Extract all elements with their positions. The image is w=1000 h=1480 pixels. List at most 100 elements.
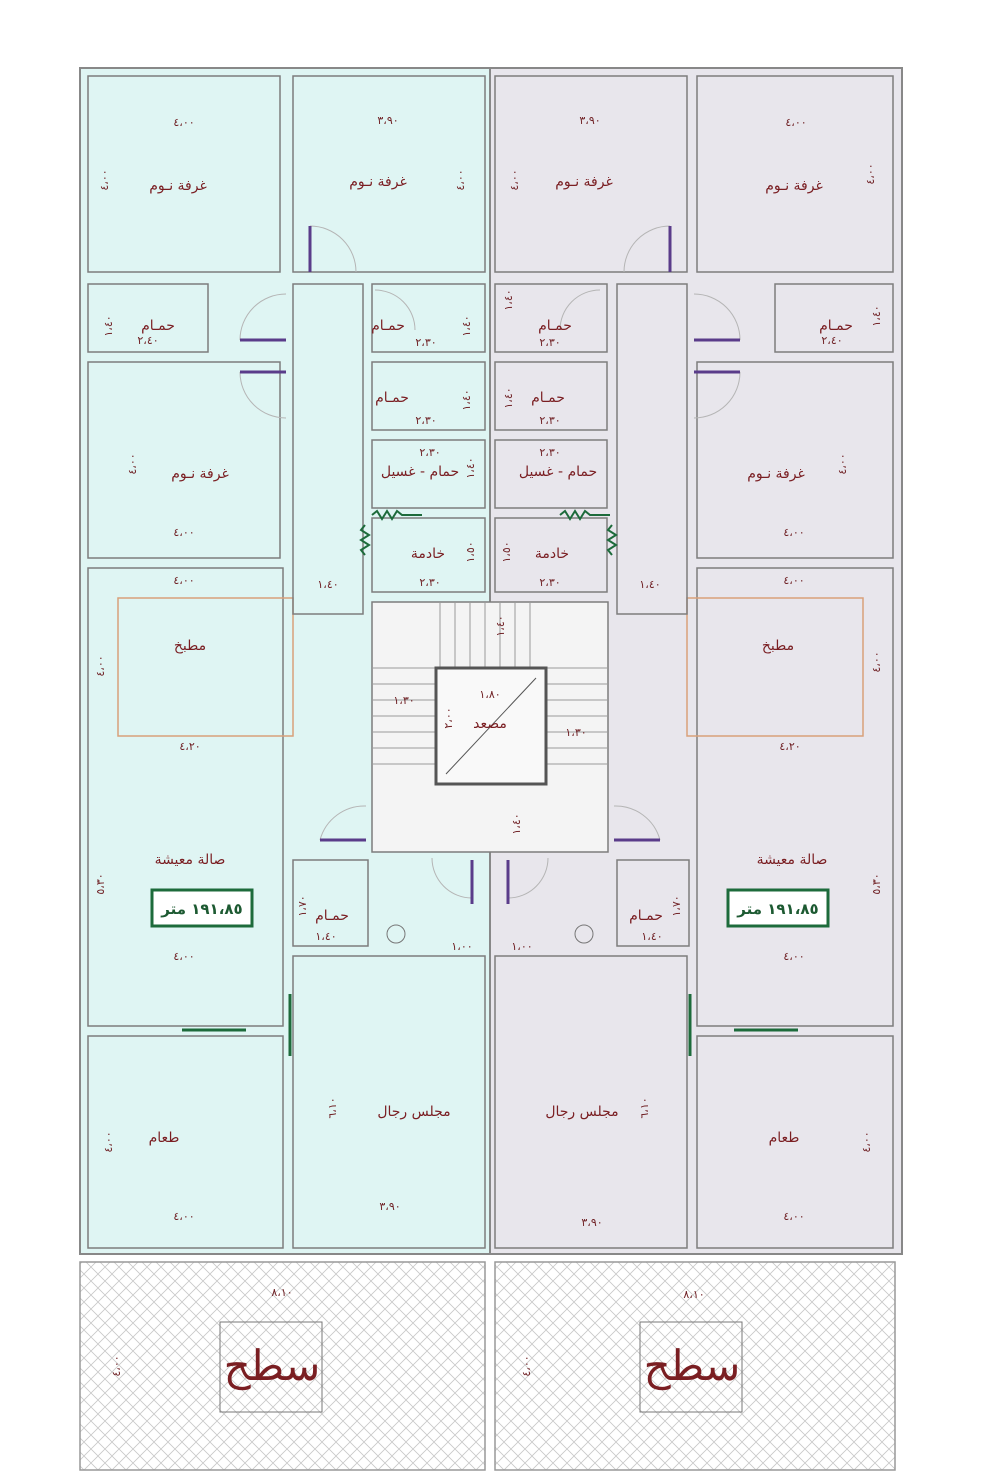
dimension-label: ١،٤٠ [460,389,473,410]
dimension-label: ٢،٣٠ [539,446,560,459]
maid-label: خادمة [535,546,569,562]
dimension-label: ٣،٩٠ [579,114,600,127]
dimension-label: ٤،٠٠ [126,453,139,474]
dimension-label: ٤،٠٠ [864,163,877,184]
dimension-label: ٢،٣٠ [415,414,436,427]
living-label: صالة معيشة [757,852,828,868]
dimension-label: ٤،٠٠ [870,651,883,672]
dimension-label: ٤،٠٠ [783,574,804,587]
dimension-label: ١،٤٠ [460,315,473,336]
dimension-label: ١،٣٠ [565,726,586,739]
dimension-label: ١،٤٠ [502,387,515,408]
mens-majlis-label: مجلس رجال [545,1104,618,1120]
dimension-label: ٤،٠٠ [783,526,804,539]
dimension-label: ٤،٠٠ [102,1131,115,1152]
dimension-label: ١،٥٠ [500,541,513,562]
dimension-label: ٤،٠٠ [520,1355,533,1376]
dimension-label: ١،٤٠ [315,930,336,943]
bath-label: حمـام [371,318,405,334]
dimension-label: ٤،٠٠ [454,169,467,190]
bedroom-label: غرفة نـوم [349,174,407,190]
dimension-label: ٨،١٠ [271,1286,292,1299]
dimension-label: ٢،٣٠ [415,336,436,349]
dimension-label: ١،٤٠ [317,578,338,591]
area-value: ١٩١،٨٥ متر [736,900,818,918]
dimension-label: ٤،٠٠ [836,453,849,474]
dimension-label: ٤،٠٠ [785,116,806,129]
dimension-label: ٣،٩٠ [581,1216,602,1229]
elevator-label: مصعد [473,716,507,732]
bath-label: حمـام [538,318,572,334]
dimension-label: ١،٠٠ [511,940,532,953]
roof-label: سطح [224,1341,321,1391]
dimension-label: ٢،٤٠ [137,334,158,347]
bath-label: حمـام [629,908,663,924]
dimension-label: ٤،٠٠ [783,950,804,963]
dimension-label: ٢،٠٠ [442,707,455,728]
bath-label: حمـام [819,318,853,334]
kitchen-label: مطبخ [762,638,794,654]
living-label: صالة معيشة [155,852,226,868]
dimension-label: ٤،٠٠ [94,655,107,676]
dimension-label: ٦،١٠ [326,1097,339,1118]
dining-label: طعام [769,1130,800,1146]
bath-label: حمـام [141,318,175,334]
dimension-label: ١،٤٠ [639,578,660,591]
bedroom-label: غرفة نـوم [171,466,229,482]
dimension-label: ١،٤٠ [464,457,477,478]
dimension-label: ٤،٠٠ [98,169,111,190]
dimension-label: ٦،١٠ [638,1097,651,1118]
bedroom-label: غرفة نـوم [149,178,207,194]
left-roof [79,1261,486,1471]
dimension-label: ١،٧٠ [296,895,309,916]
dimension-label: ١،٤٠ [510,813,523,834]
dimension-label: ١،٤٠ [870,305,883,326]
bath-label: حمـام [315,908,349,924]
dimension-label: ٤،٢٠ [779,740,800,753]
bath-laundry-label: حمام - غسيل [381,464,459,480]
dimension-label: ٢،٣٠ [419,446,440,459]
dimension-label: ٥،٣٠ [94,873,107,894]
dimension-label: ٤،٢٠ [179,740,200,753]
right-area-box [726,888,830,928]
right-roof [494,1261,896,1471]
bath-label: حمـام [531,390,565,406]
dimension-label: ٤،٠٠ [173,526,194,539]
dimension-label: ٣،٩٠ [377,114,398,127]
bedroom-label: غرفة نـوم [555,174,613,190]
dining-label: طعام [149,1130,180,1146]
dimension-label: ٤،٠٠ [860,1131,873,1152]
dimension-label: ٤،٠٠ [173,574,194,587]
dimension-label: ٢،٣٠ [539,414,560,427]
dimension-label: ١،٠٠ [451,940,472,953]
dimension-label: ٨،١٠ [683,1288,704,1301]
dimension-label: ٣،٩٠ [379,1200,400,1213]
dimension-label: ٤،٠٠ [110,1355,123,1376]
dimension-label: ٥،٣٠ [870,873,883,894]
dimension-label: ٢،٣٠ [539,576,560,589]
left-area-box [150,888,254,928]
dimension-label: ٤،٠٠ [173,950,194,963]
bath-label: حمـام [375,390,409,406]
bedroom-label: غرفة نـوم [765,178,823,194]
roof-label: سطح [644,1341,741,1391]
bath-laundry-label: حمام - غسيل [519,464,597,480]
dimension-label: ١،٣٠ [393,694,414,707]
dimension-label: ٢،٤٠ [821,334,842,347]
dimension-label: ١،٤٠ [502,289,515,310]
dimension-label: ٤،٠٠ [783,1210,804,1223]
kitchen-label: مطبخ [174,638,206,654]
dimension-label: ٤،٠٠ [173,116,194,129]
mens-majlis-label: مجلس رجال [377,1104,450,1120]
dimension-label: ٢،٣٠ [419,576,440,589]
maid-label: خادمة [411,546,445,562]
dimension-label: ٤،٠٠ [173,1210,194,1223]
dimension-label: ٤،٠٠ [508,169,521,190]
area-value: ١٩١،٨٥ متر [160,900,242,918]
dimension-label: ١،٧٠ [670,895,683,916]
dimension-label: ١،٤٠ [102,315,115,336]
dimension-label: ٢،٣٠ [539,336,560,349]
dimension-label: ١،٥٠ [464,541,477,562]
bedroom-label: غرفة نـوم [747,466,805,482]
